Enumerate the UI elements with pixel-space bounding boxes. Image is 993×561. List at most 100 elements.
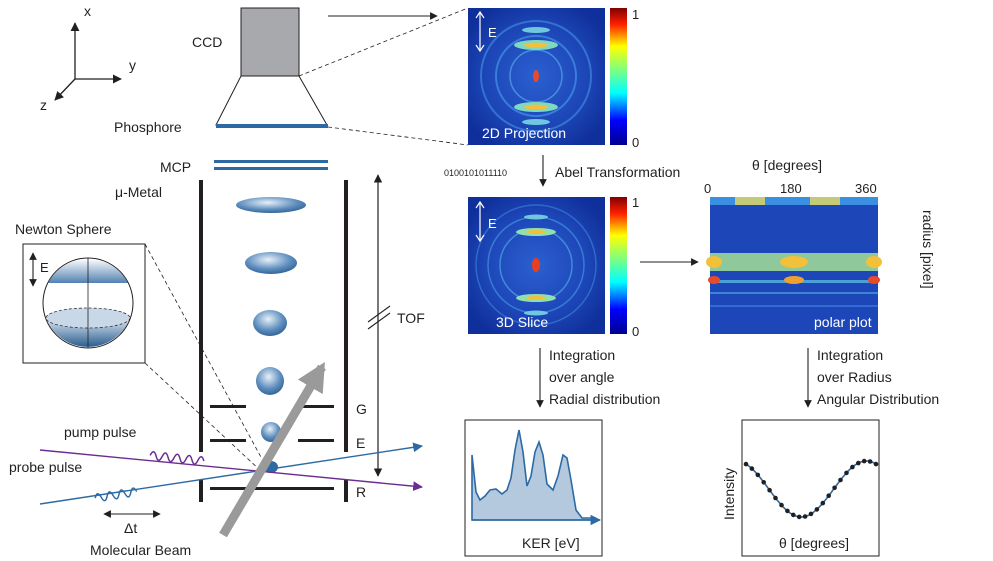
angular-plot-frame: [741, 419, 880, 557]
slice-colorbar: [610, 197, 627, 334]
polar-tick-0: 0: [704, 181, 711, 196]
angular-sample-point: [838, 477, 843, 483]
polar-radius-label: radius [pixel]: [920, 210, 936, 289]
polar-tick-360: 360: [855, 181, 877, 196]
molecular-beam: [219, 362, 326, 538]
angular-sample-point: [755, 472, 761, 478]
angular-sample-point: [850, 464, 855, 470]
angular-sample-point: [791, 512, 796, 518]
angular-text-2: over Radius: [817, 369, 892, 385]
axis-y-label: y: [129, 57, 136, 73]
electrode-r-label: R: [356, 484, 366, 500]
tube-wall-right-lower: [344, 480, 348, 502]
angular-sample-point: [814, 507, 820, 512]
projection-field-label: E: [488, 25, 497, 40]
coordinate-axes: [54, 22, 122, 101]
angular-sample-point: [749, 466, 755, 471]
slice-field-label: E: [488, 216, 497, 231]
binary-string: 0100101011110: [444, 168, 507, 178]
probe-beam: [39, 442, 423, 505]
phosphore-label: Phosphore: [114, 119, 182, 135]
pump-wavepacket: [149, 450, 205, 465]
polar-plot-image: [706, 197, 882, 334]
projection-zoom-bottom: [327, 126, 469, 146]
tube-wall-left: [199, 180, 203, 452]
slice-image: [468, 197, 605, 334]
polar-theta-label: θ [degrees]: [752, 157, 822, 173]
radial-xlabel: KER [eV]: [522, 535, 580, 551]
angular-distribution-curve: [743, 458, 879, 520]
pump-beam: [39, 449, 423, 492]
electrode-e-label: E: [356, 435, 365, 451]
angular-sample-point: [832, 485, 837, 491]
angular-sample-point: [808, 511, 814, 517]
phosphore-screen: [216, 124, 328, 128]
tof-label: TOF: [397, 310, 425, 326]
projection-zoom-top: [298, 7, 469, 77]
angular-sample-point: [867, 459, 873, 464]
mu-metal-label: μ-Metal: [115, 184, 162, 200]
axis-z-label: z: [40, 97, 47, 113]
angular-sample-point: [761, 480, 766, 485]
pump-pulse-label: pump pulse: [64, 424, 137, 440]
angular-sample-point: [856, 460, 861, 466]
tube-wall-right: [344, 180, 348, 452]
ion-cloud-1: [236, 197, 306, 213]
radial-distribution-curve: [471, 429, 596, 521]
slice-scale-min: 0: [632, 324, 639, 339]
ccd-camera: [240, 7, 300, 77]
electrode-g-right: [298, 405, 334, 408]
angular-text-3: Angular Distribution: [817, 391, 939, 407]
newton-field-label: E: [40, 260, 49, 275]
angular-sample-point: [861, 458, 867, 464]
angular-sample-point: [785, 508, 790, 514]
newton-sphere-title: Newton Sphere: [15, 221, 112, 237]
axis-x-label: x: [84, 3, 91, 19]
ion-cloud-2: [245, 252, 297, 274]
slice-label: 3D Slice: [496, 314, 548, 330]
molecular-beam-label: Molecular Beam: [90, 542, 191, 558]
mcp-label: MCP: [160, 159, 191, 175]
projection-colorbar: [610, 8, 627, 145]
projection-label: 2D Projection: [482, 125, 566, 141]
slice-scale-max: 1: [632, 195, 639, 210]
tube-wall-left-lower: [199, 480, 203, 502]
polar-caption: polar plot: [814, 314, 872, 330]
ion-cloud-3: [253, 310, 287, 336]
electrode-g-label: G: [356, 401, 367, 417]
radial-text-3: Radial distribution: [549, 391, 660, 407]
angular-sample-point: [743, 461, 749, 467]
angular-sample-point: [779, 502, 784, 508]
angular-sample-point: [796, 514, 802, 520]
ccd-lens: [215, 75, 328, 126]
radial-text-2: over angle: [549, 369, 615, 385]
delay-label: Δt: [124, 520, 137, 536]
zoom-line-bottom: [144, 362, 263, 473]
radial-text-1: Integration: [549, 347, 615, 363]
angular-sample-point: [802, 514, 808, 519]
polar-tick-180: 180: [780, 181, 802, 196]
angular-text-1: Integration: [817, 347, 883, 363]
probe-wavepacket: [94, 487, 138, 502]
probe-pulse-label: probe pulse: [9, 459, 82, 475]
angular-sample-point: [873, 461, 879, 467]
ccd-label: CCD: [192, 34, 222, 50]
angular-sample-point: [773, 495, 778, 501]
zoom-line-top: [144, 243, 263, 460]
mcp-plate-bottom: [214, 167, 328, 170]
angular-sample-point: [826, 493, 831, 499]
tof-break-1: [367, 305, 391, 323]
electrode-g-left: [210, 405, 246, 408]
projection-scale-min: 0: [632, 135, 639, 150]
projection-image: [468, 8, 605, 145]
angular-xlabel: θ [degrees]: [779, 535, 849, 551]
projection-scale-max: 1: [632, 7, 639, 22]
angular-sample-point: [767, 487, 772, 493]
mcp-plate-top: [214, 160, 328, 163]
angular-sample-point: [820, 500, 826, 506]
electrode-e-right: [298, 439, 334, 442]
newton-sphere: [42, 257, 134, 349]
angular-sample-point: [844, 470, 849, 476]
ion-cloud-4: [256, 367, 284, 395]
